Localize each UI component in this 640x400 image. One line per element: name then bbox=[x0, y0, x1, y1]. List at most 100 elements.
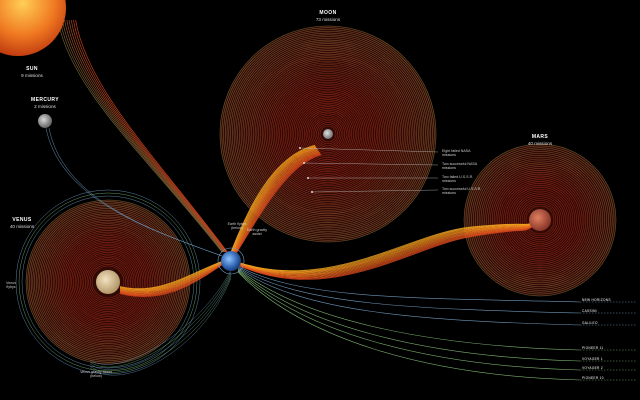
moon-ring bbox=[307, 113, 349, 155]
venus-ring bbox=[83, 257, 133, 307]
moon-ring bbox=[247, 53, 409, 215]
venus-ring bbox=[79, 253, 137, 311]
mars-ring bbox=[480, 160, 600, 280]
trajectory-line bbox=[237, 267, 581, 326]
venus-ring bbox=[56, 230, 160, 334]
venus-ring bbox=[66, 240, 150, 324]
venus-ring bbox=[47, 221, 169, 343]
venus-missions: 40 missions bbox=[9, 223, 35, 229]
trajectory-label-voyager-1: VOYAGER 1 bbox=[582, 357, 603, 361]
moon-ring bbox=[242, 48, 414, 220]
earth-to-moon-stream bbox=[229, 147, 317, 259]
sun-mission-path bbox=[64, 19, 225, 253]
trajectory-label-voyager-2: VOYAGER 2 bbox=[582, 366, 603, 370]
moon-ring bbox=[256, 62, 400, 206]
earth-to-moon-stream bbox=[232, 153, 321, 259]
mars-ring bbox=[514, 194, 566, 246]
venus-ring bbox=[54, 228, 162, 336]
trajectory-line bbox=[237, 271, 581, 381]
sun-mission-path bbox=[75, 19, 228, 253]
outer-trajectories bbox=[89, 265, 636, 381]
earth-to-mars-stream bbox=[235, 225, 533, 277]
moon-ring bbox=[219, 25, 437, 243]
sun-missions: 9 missions bbox=[21, 72, 43, 78]
mars-ring bbox=[505, 185, 575, 255]
moon-ring bbox=[275, 81, 381, 187]
earth-to-moon-stream bbox=[231, 150, 319, 259]
earth-to-venus-stream bbox=[119, 260, 225, 289]
trajectory-line bbox=[237, 270, 581, 371]
moon-ring bbox=[251, 57, 405, 211]
earth-to-venus-stream bbox=[119, 261, 225, 293]
moon-legend-2: Two successful NASA missions bbox=[442, 162, 477, 171]
moon-legend-leaders bbox=[299, 147, 439, 193]
mars-ring bbox=[501, 181, 579, 259]
trajectory-label-cassini: CASSINI bbox=[582, 309, 597, 313]
venus-flyby-note: Venus flybys bbox=[6, 281, 16, 290]
earth-to-moon-stream bbox=[230, 149, 319, 259]
mars-ring bbox=[467, 147, 613, 293]
moon-ring bbox=[277, 83, 379, 185]
moon-ring bbox=[267, 73, 389, 195]
moon-ring bbox=[274, 80, 382, 188]
moon-ring bbox=[293, 99, 363, 169]
venus-ring bbox=[88, 262, 128, 302]
mars-ring bbox=[491, 171, 589, 269]
earth-to-mars-stream bbox=[235, 222, 533, 271]
moon-ring bbox=[298, 104, 358, 164]
mars-ring bbox=[518, 198, 562, 242]
sun-mission-paths bbox=[45, 19, 228, 257]
earth-to-venus-stream bbox=[119, 261, 225, 293]
moon-ring bbox=[319, 125, 337, 143]
mars-ring bbox=[471, 151, 609, 289]
mars-ring bbox=[510, 190, 570, 250]
earth-to-moon-stream bbox=[232, 152, 321, 259]
legend-leader-dot bbox=[299, 147, 301, 149]
mars-ring bbox=[508, 188, 572, 252]
moon-legend-1: Eight failed NASA missions bbox=[442, 149, 471, 158]
legend-leader-line bbox=[303, 162, 439, 166]
mars-label: MARS 40 missions bbox=[520, 134, 560, 146]
earth-to-mars-stream bbox=[235, 226, 533, 280]
venus-label: VENUS 40 missions bbox=[2, 217, 42, 229]
moon-ring bbox=[249, 55, 407, 213]
venus-gravity-path bbox=[89, 275, 232, 373]
moon-ring bbox=[260, 66, 396, 202]
earth-to-moon-stream bbox=[232, 153, 321, 259]
earth-to-mars-stream bbox=[235, 222, 533, 272]
legend-leader-dot bbox=[311, 191, 313, 193]
mars-ring bbox=[488, 168, 592, 272]
earth-to-venus-stream bbox=[119, 262, 225, 294]
mars-ring bbox=[493, 173, 587, 267]
earth-to-mars-stream bbox=[235, 224, 533, 275]
earth-to-moon-stream bbox=[229, 146, 317, 259]
moon-ring bbox=[279, 85, 377, 183]
mars-ring bbox=[469, 149, 611, 291]
earth-to-mars-stream bbox=[235, 225, 533, 277]
venus-name: VENUS bbox=[12, 217, 32, 223]
venus-ring bbox=[61, 235, 155, 329]
moon-ring bbox=[281, 87, 375, 181]
venus-ring bbox=[64, 238, 152, 326]
sun-mission-path bbox=[70, 19, 227, 253]
venus-ring bbox=[86, 260, 130, 304]
venus-gravity-path bbox=[89, 271, 232, 368]
mars-ring bbox=[516, 196, 564, 244]
mars-ring bbox=[495, 175, 585, 265]
moon-ring bbox=[224, 30, 432, 238]
venus-gravity-path bbox=[89, 269, 232, 365]
moon-ring bbox=[289, 95, 367, 173]
mars-ring bbox=[490, 170, 590, 270]
mercury-label: MERCURY 2 missions bbox=[24, 97, 66, 109]
earth-to-mars-stream bbox=[235, 223, 533, 273]
venus-body bbox=[96, 270, 120, 294]
earth-to-moon-stream bbox=[230, 149, 318, 259]
mars-ring bbox=[503, 183, 577, 257]
moon-ring bbox=[221, 27, 435, 241]
sun-mission-path bbox=[73, 19, 227, 253]
earth-to-venus-stream bbox=[119, 261, 225, 292]
trajectory-label-pioneer-11: PIONEER 11 bbox=[582, 346, 604, 350]
legend-leader-line bbox=[299, 147, 439, 153]
mars-ring bbox=[521, 201, 559, 239]
